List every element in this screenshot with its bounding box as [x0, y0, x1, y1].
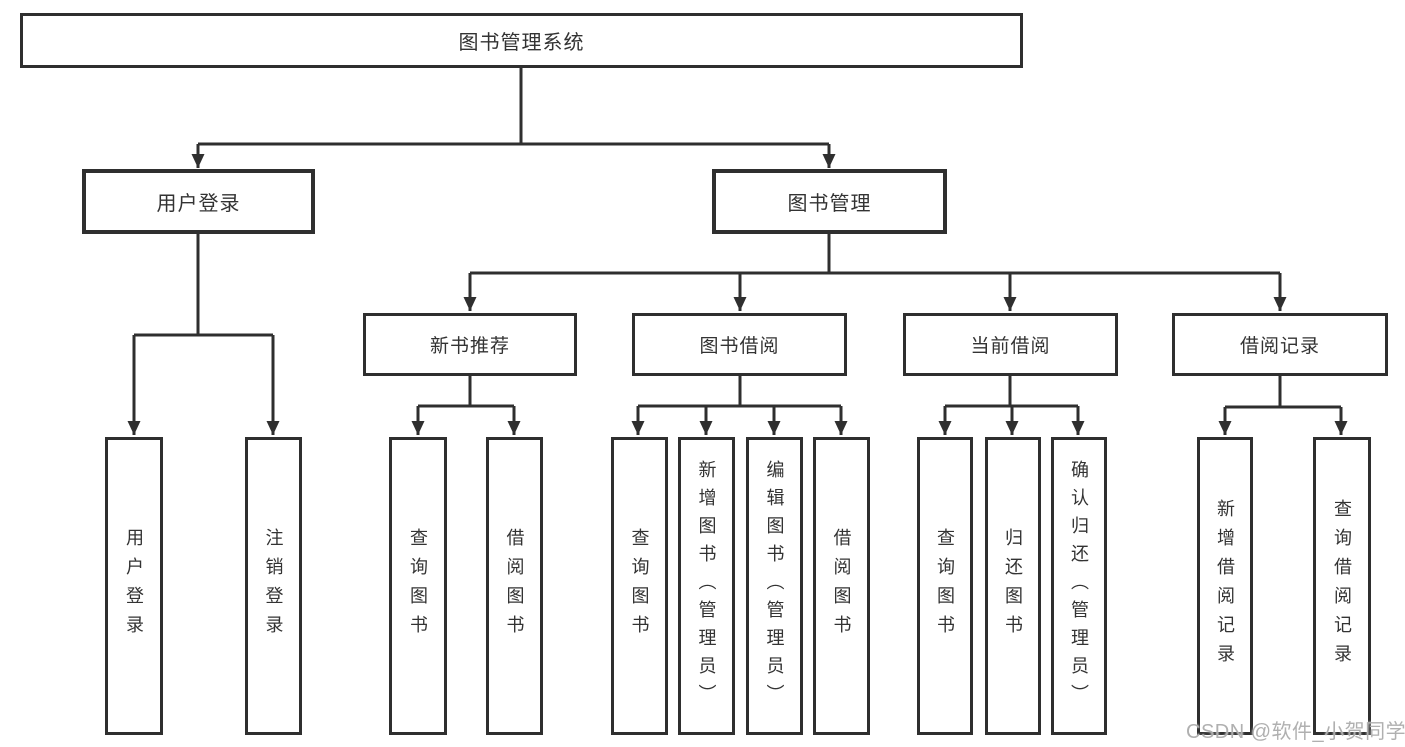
node-label: 借阅图书	[831, 528, 852, 644]
node-leaf-confirm-return-admin: 确认归还（管理员）	[1051, 437, 1107, 735]
node-label: 借阅图书	[504, 528, 525, 644]
node-leaf-borrow-books: 借阅图书	[813, 437, 870, 735]
node-borrow-records: 借阅记录	[1172, 313, 1388, 376]
node-label: 归还图书	[1003, 528, 1023, 644]
node-label: 注销登录	[263, 528, 284, 644]
csdn-watermark: CSDN @软件_小贺同学	[1186, 721, 1405, 743]
node-label: 图书借阅	[699, 336, 780, 357]
node-label: 查询图书	[935, 528, 955, 644]
node-leaf-logout: 注销登录	[245, 437, 302, 735]
node-leaf-search-books-current: 查询图书	[917, 437, 973, 735]
node-label: 查询图书	[408, 528, 428, 644]
node-label: 借阅记录	[1239, 336, 1320, 357]
node-book-borrow: 图书借阅	[632, 313, 847, 376]
node-leaf-borrow-books-recommend: 借阅图书	[486, 437, 543, 735]
node-label: 用户登录	[156, 193, 241, 215]
node-label: 图书管理	[787, 193, 872, 215]
node-label: 新增图书（管理员）	[696, 460, 717, 712]
node-leaf-return-books: 归还图书	[985, 437, 1041, 735]
node-leaf-search-books-recommend: 查询图书	[389, 437, 447, 735]
node-user-login: 用户登录	[82, 169, 315, 234]
node-label: 用户登录	[124, 528, 144, 644]
node-label: 当前借阅	[970, 336, 1051, 357]
node-label: 确认归还（管理员）	[1069, 460, 1089, 712]
node-leaf-add-borrow-record: 新增借阅记录	[1197, 437, 1253, 735]
node-label: 新增借阅记录	[1215, 499, 1235, 673]
node-leaf-add-books-admin: 新增图书（管理员）	[678, 437, 735, 735]
node-leaf-edit-books-admin: 编辑图书（管理员）	[746, 437, 803, 735]
node-book-management: 图书管理	[712, 169, 947, 234]
node-leaf-user-login: 用户登录	[105, 437, 163, 735]
node-label: 查询借阅记录	[1332, 499, 1352, 673]
node-label: 新书推荐	[429, 336, 510, 357]
node-label: 编辑图书（管理员）	[764, 460, 785, 712]
node-label: 查询图书	[629, 528, 650, 644]
node-label: 图书管理系统	[458, 32, 585, 54]
node-library-management-system: 图书管理系统	[20, 13, 1023, 68]
node-leaf-search-books-borrow: 查询图书	[611, 437, 668, 735]
node-new-book-recommend: 新书推荐	[363, 313, 577, 376]
node-leaf-search-borrow-record: 查询借阅记录	[1313, 437, 1371, 735]
node-current-borrow: 当前借阅	[903, 313, 1118, 376]
